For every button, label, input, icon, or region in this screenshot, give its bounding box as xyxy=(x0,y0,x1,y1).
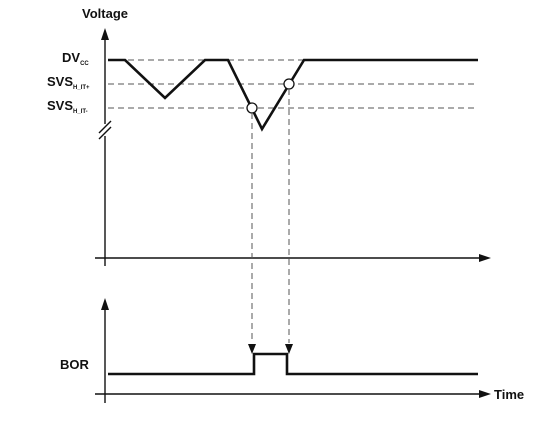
bor-axis xyxy=(95,298,491,403)
rising-projection-arrow xyxy=(285,344,293,354)
svs-low-crossing-marker xyxy=(246,102,258,114)
projection-lines xyxy=(248,89,293,354)
bor-signal-label: BOR xyxy=(60,357,90,372)
voltage-axis xyxy=(95,28,491,266)
bor-time-axis-arrow xyxy=(479,390,491,398)
bor-vertical-axis-arrow xyxy=(101,298,109,310)
axis-break-mark-1 xyxy=(98,120,112,134)
voltage-time-axis-arrow xyxy=(479,254,491,262)
voltage-axis-label: Voltage xyxy=(82,6,128,21)
svs-high-level-label: SVSH_IT+ xyxy=(47,74,90,91)
time-axis-label: Time xyxy=(494,387,524,402)
voltage-axis-arrow xyxy=(101,28,109,40)
falling-projection-arrow xyxy=(248,344,256,354)
svs-high-crossing-marker xyxy=(283,78,295,90)
dvcc-waveform xyxy=(108,58,478,132)
svs-low-level-label: SVSH_IT- xyxy=(47,98,88,115)
dvcc-level-label: DVCC xyxy=(62,50,89,67)
bor-waveform xyxy=(108,352,478,376)
axis-break-mark-2 xyxy=(98,126,112,140)
